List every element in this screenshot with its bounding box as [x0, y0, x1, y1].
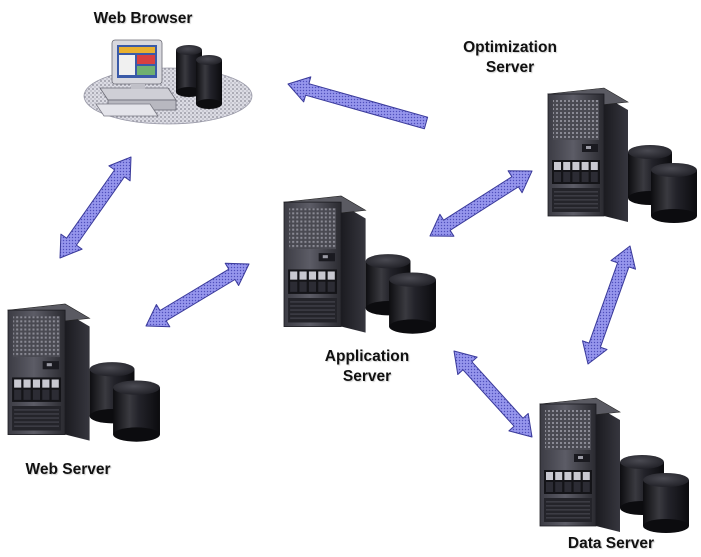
arrow-web-browser-web-server [59, 156, 132, 259]
web-server-storage-icon [89, 362, 160, 442]
data-server-storage-icon [620, 455, 689, 533]
optimization-server-tower-icon [547, 87, 697, 223]
data-server-tower-icon [539, 397, 689, 533]
data-server-label: Data Server [567, 535, 655, 552]
optimization-server-storage-icon [628, 145, 697, 223]
web-server-tower-icon [7, 303, 160, 442]
optimization-server-label: Optimization Server [463, 39, 557, 76]
application-server-label: Application Server [324, 348, 410, 385]
workstation-icon [95, 39, 177, 117]
arrow-optimization-data-server [582, 245, 636, 365]
web-browser-node [83, 39, 253, 125]
web-server-label: Web Server [25, 461, 111, 478]
application-server-tower-icon [283, 195, 436, 334]
storage-cylinders-icon [176, 45, 222, 109]
arrow-optimization-web-browser [287, 76, 429, 130]
connection-arrows [59, 76, 636, 438]
arrow-application-data-server [453, 350, 533, 438]
web-browser-label: Web Browser [93, 10, 193, 27]
application-server-storage-icon [365, 254, 436, 334]
arrow-web-server-application [145, 262, 250, 328]
arrow-application-optimization [429, 170, 533, 237]
server-nodes [7, 87, 697, 533]
